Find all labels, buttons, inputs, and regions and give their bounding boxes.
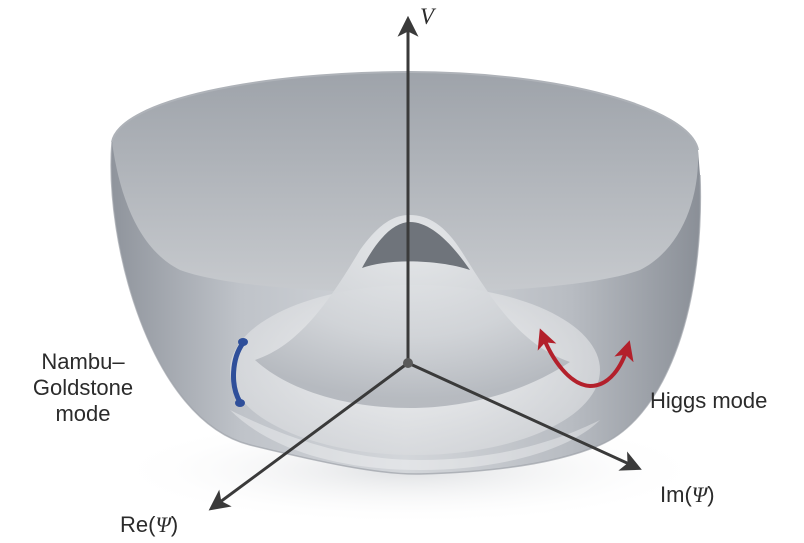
axis-im-label: Im(Ψ): [660, 482, 715, 508]
psi-symbol: Ψ: [155, 512, 171, 537]
axis-re: [208, 361, 409, 511]
psi-symbol: Ψ: [691, 482, 708, 507]
axis-im-suffix: ): [707, 482, 715, 507]
nambu-label-line3: mode: [55, 401, 111, 426]
axis-im-prefix: Im(: [660, 482, 692, 507]
nambu-arrow-end-bottom: [235, 399, 245, 407]
rim-edge: [111, 70, 699, 151]
axis-im: [407, 361, 642, 471]
central-hump: [255, 215, 570, 408]
nambu-goldstone-arrow: [231, 340, 246, 405]
nambu-goldstone-label: Nambu– Goldstone mode: [18, 349, 148, 427]
rim-inner-back-wall: [112, 72, 699, 293]
nambu-label-line2: Goldstone: [32, 375, 134, 400]
nambu-label-line1: Nambu–: [41, 349, 125, 374]
axis-origin: [403, 358, 413, 368]
axis-re-label: Re(Ψ): [120, 512, 178, 538]
higgs-mode-arrow: [537, 328, 634, 389]
axis-re-suffix: ): [170, 512, 179, 537]
bowl-lower-sheen: [230, 410, 600, 470]
higgs-mode-label: Higgs mode: [650, 388, 768, 413]
axis-v-label: V: [420, 4, 435, 29]
nambu-arrow-end-top: [238, 338, 248, 346]
bowl-outline: [110, 141, 702, 475]
axis-re-prefix: Re(: [120, 512, 156, 537]
hump-cap-section: [362, 222, 470, 270]
